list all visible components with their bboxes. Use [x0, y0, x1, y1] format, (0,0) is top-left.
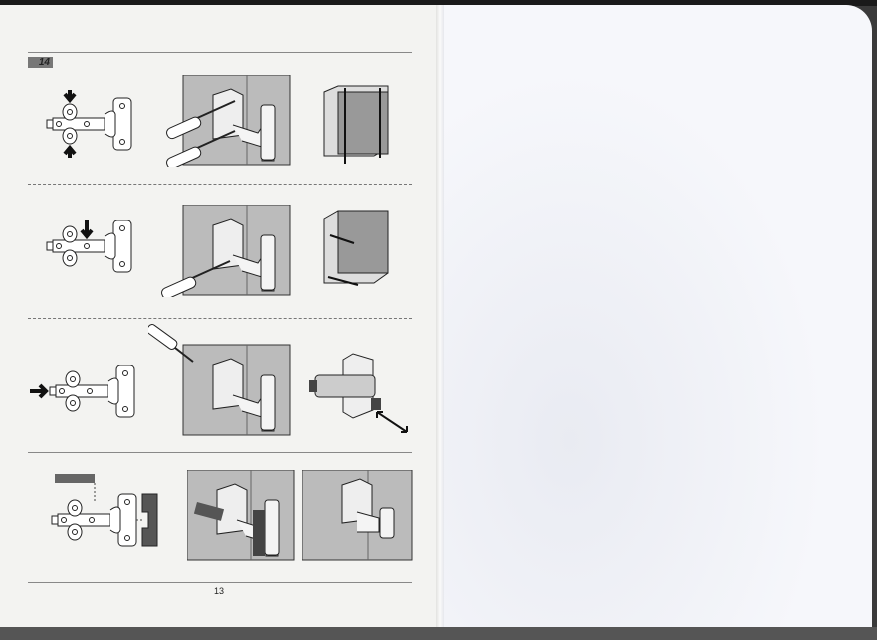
section-divider — [28, 452, 412, 453]
section-divider — [28, 318, 412, 319]
door-side-diagram — [323, 210, 389, 286]
photo-cover-cap-fitted — [302, 470, 413, 561]
section-divider — [28, 184, 412, 185]
book-gutter — [436, 5, 444, 627]
header-rule — [28, 52, 412, 53]
photo-screwdriver-adjust-2 — [158, 205, 291, 297]
hinge-diagram-side-adjust — [46, 220, 132, 273]
photo-screwdriver-adjust-1 — [163, 75, 291, 167]
photo-cover-cap-fitting — [187, 470, 295, 561]
cover-cap-hinge — [141, 493, 158, 547]
cover-cap-straight — [55, 474, 95, 483]
footer-rule — [28, 582, 412, 583]
door-depth-diagram — [323, 85, 389, 164]
scan-top-edge — [0, 0, 877, 6]
right-page — [440, 5, 872, 627]
hinge-diagram-cover-caps — [51, 474, 158, 547]
page-number: 13 — [214, 586, 225, 596]
step-badge: 14 — [28, 57, 53, 68]
hinge-diagram-depth-adjust — [46, 90, 132, 158]
hinge-3d-diagram — [309, 353, 408, 433]
photo-screwdriver-adjust-3 — [148, 324, 291, 436]
hinge-diagram-height-adjust — [30, 365, 135, 418]
scan-bottom-edge — [0, 627, 877, 640]
